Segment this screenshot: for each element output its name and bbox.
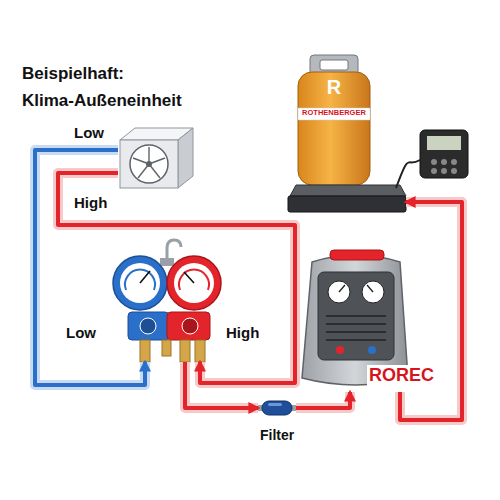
brand-label: ROTHENBERGER <box>302 109 366 118</box>
port-label: High <box>226 324 259 341</box>
line-label: Low <box>74 124 104 141</box>
refrigerant-line <box>58 173 295 383</box>
refrigerant-line <box>35 150 145 385</box>
cylinder-box: R ROTHENBERGER <box>284 52 406 217</box>
line-glow <box>296 392 350 408</box>
part-label: Filter <box>260 427 294 443</box>
line-glow <box>185 362 258 408</box>
line-glow <box>58 173 295 383</box>
product-name: ROREC <box>367 365 436 386</box>
manifold-box: LowHigh <box>112 240 222 362</box>
manifold-gauge <box>113 240 221 362</box>
filter-drier <box>258 401 296 415</box>
outdoor-unit-box: LowHigh <box>118 128 193 190</box>
line-stroke <box>400 202 462 420</box>
recovery-unit-box: ROREC <box>298 252 438 392</box>
title-word: Klima-Außeneinheit <box>22 91 182 110</box>
diagram-title: Beispielhaft: Klima-Außeneinheit <box>22 60 212 114</box>
line-stroke <box>185 362 258 408</box>
line-stroke <box>58 173 295 383</box>
cylinder-letter: R <box>327 76 341 99</box>
line-stroke <box>35 150 145 385</box>
refrigerant-line <box>185 362 258 408</box>
refrigerant-cylinder <box>298 55 370 185</box>
outdoor-unit <box>120 128 193 188</box>
line-stroke <box>296 392 350 408</box>
filter-box: Filter <box>258 399 296 418</box>
port-label: Low <box>66 324 96 341</box>
title-word: Beispielhaft: <box>22 64 124 83</box>
line-label: High <box>74 194 107 211</box>
line-glow <box>35 150 145 385</box>
refrigerant-line <box>400 202 462 420</box>
line-glow <box>400 202 462 420</box>
refrigerant-line <box>296 392 350 408</box>
